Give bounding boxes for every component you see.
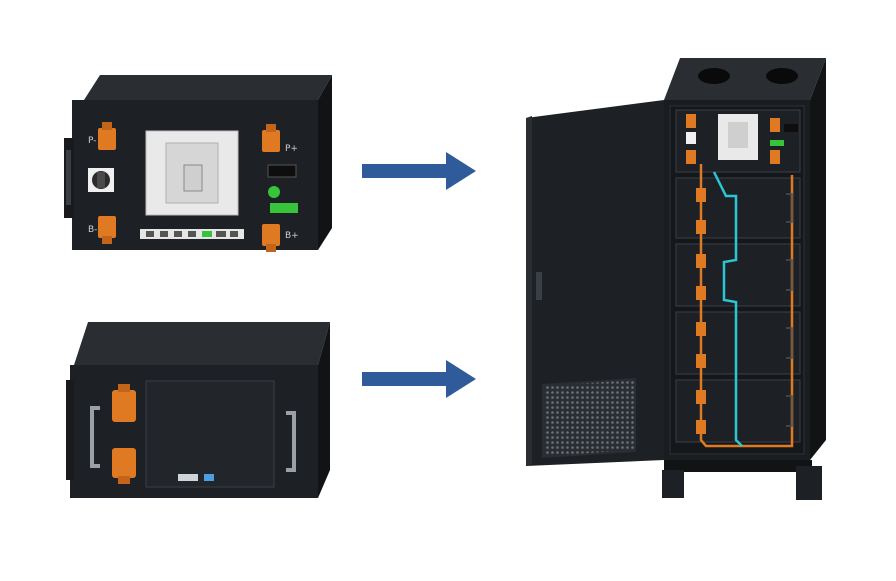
power-button-icon: [268, 186, 280, 198]
cyan-comm-cable: [712, 171, 743, 447]
terminal-p-minus: [98, 122, 116, 150]
module-front-panel: [145, 380, 275, 488]
left-handle: [90, 406, 100, 468]
cabinet-module-1: [675, 177, 801, 239]
door-handle: [536, 272, 542, 300]
terminal-b-minus: [98, 216, 116, 244]
module-nameplate: [178, 474, 198, 481]
battery-cabinet: [662, 58, 826, 500]
cabinet-module-3: [675, 311, 801, 375]
cabinet-door: [526, 100, 664, 466]
label-b-minus: B-: [88, 225, 97, 235]
cabinet-module-4: [675, 379, 801, 443]
arrow-right-icon: [362, 360, 476, 398]
terminal-b-plus: [262, 224, 280, 252]
module-terminal-bottom: [112, 448, 136, 478]
status-led-bar: [270, 203, 298, 213]
battery-module-unit: [66, 322, 330, 498]
label-p-plus: P+: [285, 144, 298, 154]
right-handle: [286, 411, 296, 472]
cabinet-module-2: [675, 243, 801, 307]
control-box-unit: P- P+ B- B+: [64, 75, 332, 252]
terminal-p-plus: [262, 124, 280, 152]
breaker-switch: [183, 164, 203, 192]
arrow-right-icon: [362, 152, 476, 190]
label-p-minus: P-: [88, 136, 96, 146]
status-display: [267, 164, 297, 178]
door-vent-grille: [542, 378, 636, 458]
module-terminal-top: [112, 390, 136, 422]
label-b-plus: B+: [285, 231, 299, 241]
